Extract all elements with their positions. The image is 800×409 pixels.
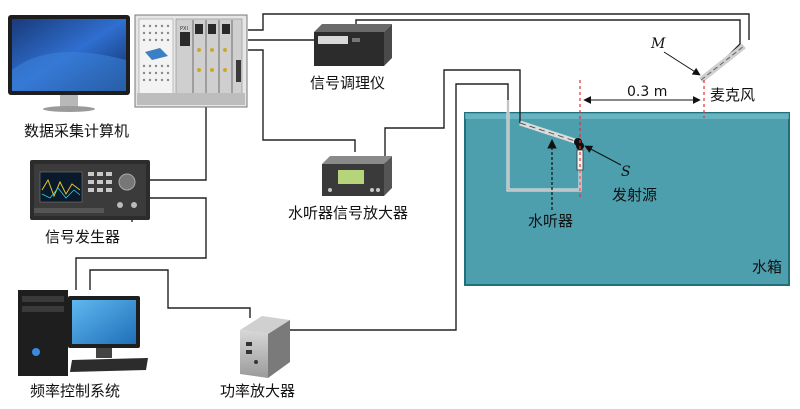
mic-pointer-arrow bbox=[663, 51, 701, 76]
pxi-chassis-icon: PXI bbox=[134, 14, 248, 108]
microphone-symbol: M bbox=[651, 36, 666, 52]
signal-conditioner-label: 信号调理仪 bbox=[310, 74, 386, 92]
signal-generator-label: 信号发生器 bbox=[45, 228, 121, 246]
power-amplifier-icon bbox=[240, 316, 290, 378]
daq-computer-label: 数据采集计算机 bbox=[24, 122, 130, 140]
source-label: 发射源 bbox=[612, 186, 658, 204]
power-amplifier-label: 功率放大器 bbox=[220, 382, 296, 400]
monitor-icon bbox=[8, 15, 130, 112]
signal-generator-icon bbox=[30, 160, 150, 220]
frequency-control-label: 频率控制系统 bbox=[30, 382, 121, 400]
distance-label: 0.3 m bbox=[627, 84, 668, 100]
hydrophone-amplifier-label: 水听器信号放大器 bbox=[288, 204, 409, 222]
wiring bbox=[75, 13, 750, 331]
microphone-label: 麦克风 bbox=[710, 86, 756, 104]
water-tank bbox=[464, 112, 790, 286]
chassis-model-text: PXI bbox=[180, 26, 188, 32]
hydrophone-amplifier-icon bbox=[322, 156, 392, 196]
hydrophone-label: 水听器 bbox=[528, 212, 574, 230]
water-tank-label: 水箱 bbox=[752, 258, 783, 276]
signal-conditioner-icon bbox=[314, 24, 392, 66]
distance-markers bbox=[579, 80, 705, 200]
frequency-control-pc-icon bbox=[18, 290, 148, 376]
microphone-icon bbox=[699, 43, 746, 83]
source-symbol: S bbox=[621, 164, 631, 180]
source-pointer-arrow bbox=[584, 145, 622, 166]
